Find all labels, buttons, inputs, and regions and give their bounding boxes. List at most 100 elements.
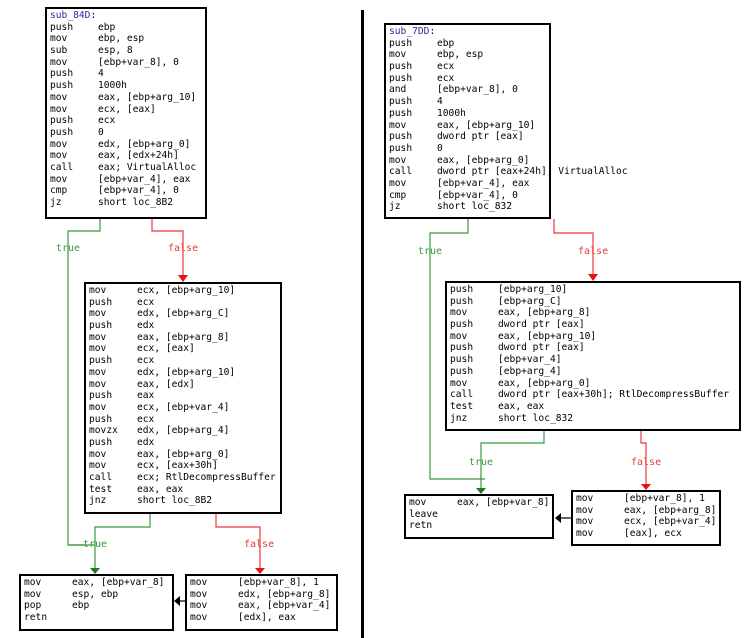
mnemonic: mov bbox=[450, 377, 468, 389]
instruction-line[interactable]: mov[edx], eax bbox=[190, 612, 333, 624]
function-header[interactable]: sub_7DD: bbox=[389, 26, 546, 38]
mnemonic: call bbox=[450, 389, 474, 401]
mnemonic: mov bbox=[50, 138, 68, 150]
instruction-line[interactable]: mov[ebp+var_8], 0 bbox=[50, 57, 202, 69]
instruction-line[interactable]: push[ebp+arg_C] bbox=[450, 296, 736, 308]
mnemonic: push bbox=[89, 390, 113, 402]
instruction-line[interactable]: retn bbox=[24, 612, 169, 624]
instruction-line[interactable]: mov[eax], ecx bbox=[576, 528, 716, 540]
instruction-line[interactable]: mov[ebp+var_4], eax bbox=[389, 178, 546, 190]
mnemonic: push bbox=[389, 131, 413, 143]
operands: [ebp+arg_4] bbox=[498, 365, 562, 377]
function-name-label[interactable]: sub_7DD bbox=[389, 26, 430, 37]
instruction-line[interactable]: push[ebp+arg_10] bbox=[450, 284, 736, 296]
instruction-line[interactable]: cmp[ebp+var_4], 0 bbox=[389, 190, 546, 202]
instruction-line[interactable]: mov[ebp+var_8], 1 bbox=[190, 577, 333, 589]
left-true-label-2: true bbox=[83, 539, 107, 550]
instruction-line[interactable]: mov[ebp+var_4], eax bbox=[50, 174, 202, 186]
instruction-line[interactable]: push eax bbox=[89, 390, 277, 402]
operands: eax bbox=[137, 390, 155, 402]
instruction-line[interactable]: retn bbox=[409, 520, 549, 532]
mnemonic: push bbox=[389, 37, 413, 49]
instruction-line[interactable]: leave bbox=[409, 509, 549, 521]
instruction-line[interactable]: and[ebp+var_8], 0 bbox=[389, 84, 546, 96]
instruction-line[interactable]: push[ebp+arg_4] bbox=[450, 366, 736, 378]
instruction-line[interactable]: cmp[ebp+var_4], 0 bbox=[50, 185, 202, 197]
instruction-line[interactable]: mov[ebp+var_8], 1 bbox=[576, 493, 716, 505]
function-name-label[interactable]: sub_84D bbox=[50, 10, 91, 21]
function-header[interactable]: sub_84D: bbox=[50, 10, 202, 22]
operands: 0 bbox=[437, 142, 443, 154]
instruction-line[interactable]: push[ebp+var_4] bbox=[450, 354, 736, 366]
operands: [ebp+var_4], eax bbox=[437, 177, 530, 189]
